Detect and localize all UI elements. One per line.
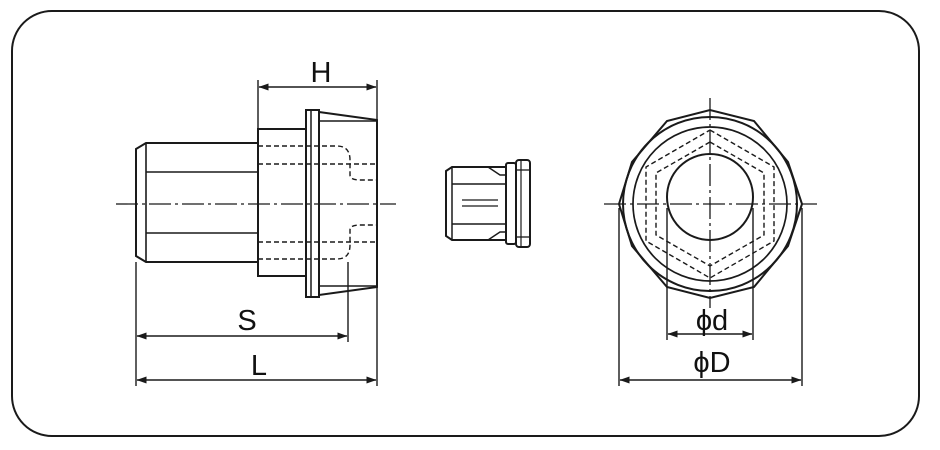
- dimension-phi-D-label: ϕD: [693, 347, 730, 379]
- insert-collar: [515, 159, 531, 248]
- dimension-h: [257, 80, 378, 128]
- insert-ring: [505, 162, 517, 245]
- dimension-phi-D: [618, 208, 803, 386]
- dimension-l: [136, 288, 378, 386]
- side-view: [116, 109, 396, 298]
- dimension-l-label: L: [251, 350, 267, 382]
- hex-body: [135, 142, 259, 263]
- dimension-phi-d-label: ϕd: [696, 305, 728, 337]
- end-view: [604, 98, 817, 308]
- dimension-h-label: H: [311, 57, 332, 89]
- dimension-s: [135, 262, 349, 386]
- body-section: [257, 128, 307, 277]
- hidden-hex: [645, 129, 775, 279]
- insert-part: [445, 159, 531, 248]
- insert-body: [445, 166, 507, 241]
- dimension-phi-d: [666, 208, 754, 340]
- dimension-s-label: S: [237, 305, 256, 337]
